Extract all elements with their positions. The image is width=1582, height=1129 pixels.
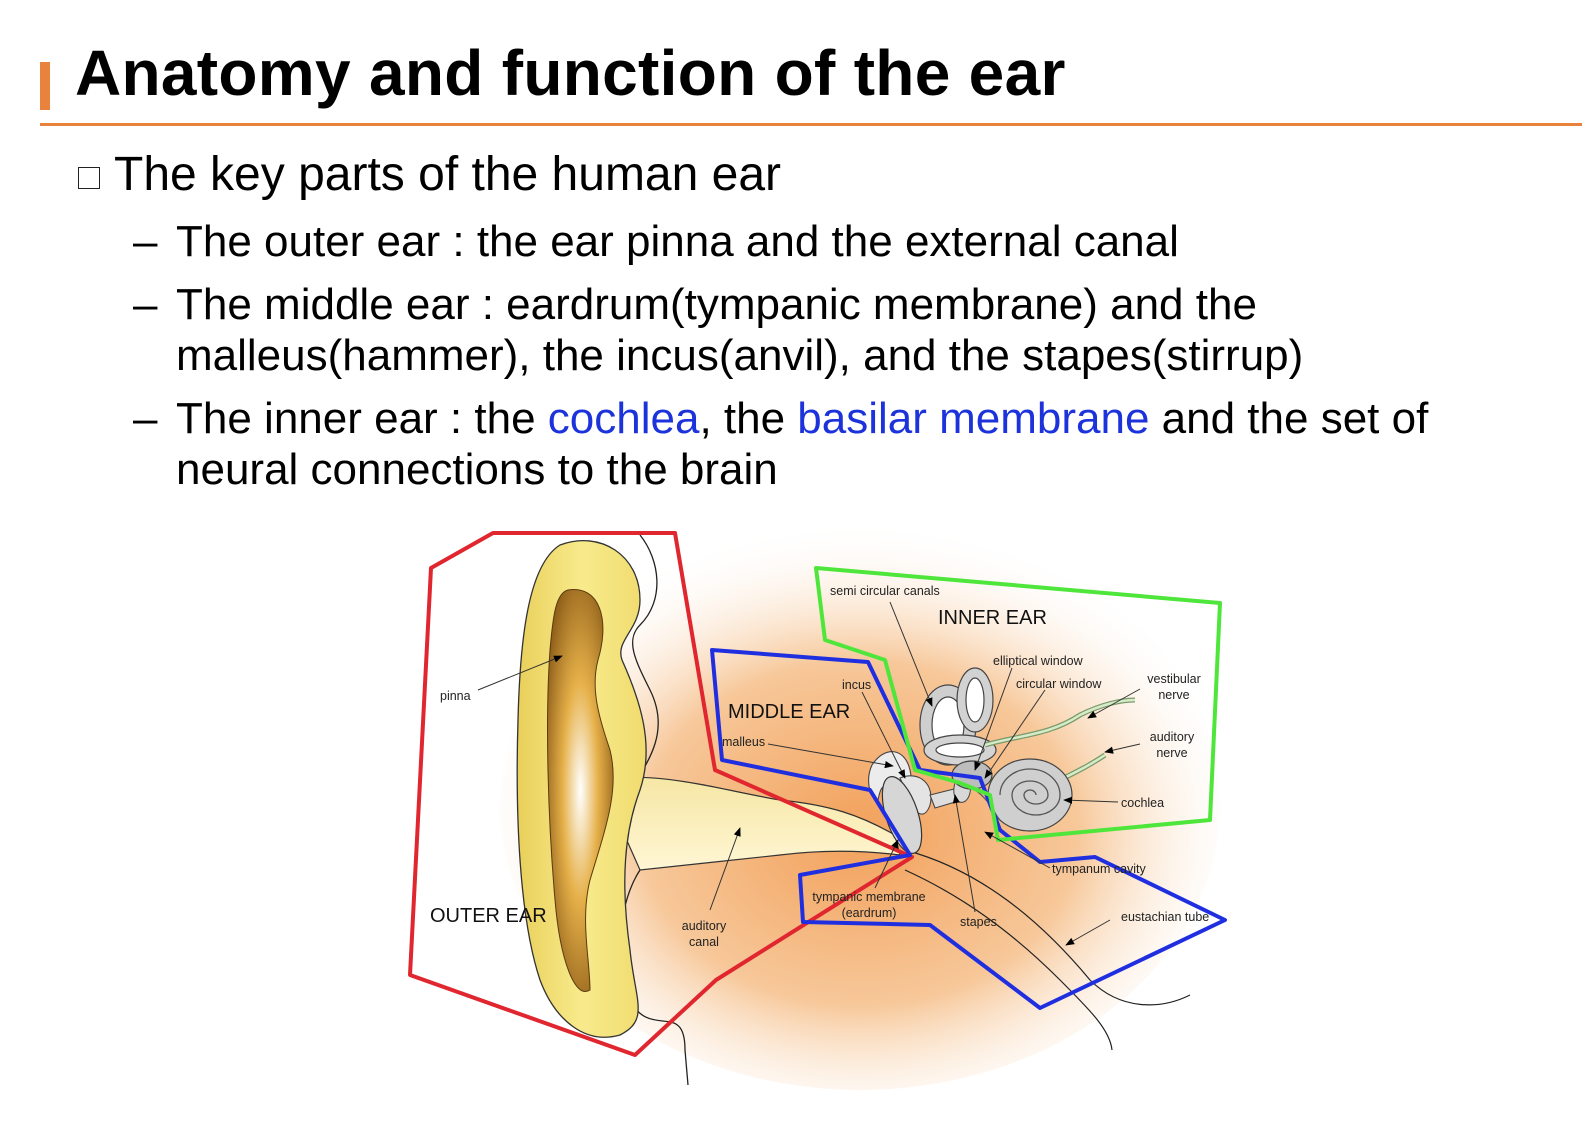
inner-ear-prefix: The inner ear : the <box>176 394 548 443</box>
background-glow <box>500 520 1220 1090</box>
page-title: Anatomy and function of the ear <box>75 37 1066 109</box>
title-accent-bar <box>40 62 50 110</box>
list-item-inner-ear: – The inner ear : the cochlea, the basil… <box>133 393 1428 495</box>
eustachian-tube-label: eustachian tube <box>1121 910 1209 924</box>
vestibular-nerve-label-1: vestibular <box>1147 672 1201 686</box>
outer-ear-text: The outer ear : the ear pinna and the ex… <box>176 217 1179 266</box>
leader-lines <box>477 601 1141 946</box>
auditory-nerve-label-2: nerve <box>1156 746 1187 760</box>
inner-ear-sep: , the <box>699 394 798 443</box>
cochlea-shape <box>974 758 1073 832</box>
outer-ear-label: OUTER EAR <box>430 905 547 927</box>
dash-icon: – <box>133 217 158 266</box>
basilar-membrane-highlight: basilar membrane <box>797 394 1150 443</box>
main-bullet: The key parts of the human ear <box>78 146 781 204</box>
list-item-outer-ear: – The outer ear : the ear pinna and the … <box>133 216 1179 267</box>
middle-ear-label: MIDDLE EAR <box>728 701 850 723</box>
semi-circular-canals-label: semi circular canals <box>830 584 940 598</box>
inner-ear-label: INNER EAR <box>938 607 1047 629</box>
square-bullet-icon <box>78 167 100 189</box>
outer-ear-region <box>408 531 914 1057</box>
auditory-canal-label-2: canal <box>689 935 719 949</box>
inner-ear-text-line1: The inner ear : the cochlea, the basilar… <box>176 393 1428 444</box>
cochlea-highlight: cochlea <box>547 394 700 443</box>
cochlea-label: cochlea <box>1121 796 1164 810</box>
circular-window-label: circular window <box>1016 677 1102 691</box>
stapes-label: stapes <box>960 915 997 929</box>
dash-icon: – <box>133 394 158 443</box>
tympanic-membrane-label-1: tympanic membrane <box>812 890 925 904</box>
elliptical-window-label: elliptical window <box>993 654 1084 668</box>
pinna-label: pinna <box>440 689 471 703</box>
incus-label: incus <box>842 678 871 692</box>
middle-ear-text-line2: malleus(hammer), the incus(anvil), and t… <box>176 331 1304 380</box>
tympanic-membrane-label-2: (eardrum) <box>842 906 897 920</box>
vestibular-nerve-label-2: nerve <box>1158 688 1189 702</box>
eustachian-outline <box>904 849 1191 1006</box>
middle-ear-region <box>710 648 1227 1010</box>
dash-icon: – <box>133 280 158 329</box>
eustachian-outline-lower <box>904 869 1113 1051</box>
tympanum-cavity-label: tympanum cavity <box>1052 862 1147 876</box>
malleus-label: malleus <box>722 735 765 749</box>
auditory-canal-label-1: auditory <box>682 919 727 933</box>
inner-ear-region <box>814 566 1222 842</box>
inner-ear-suffix: and the set of <box>1149 394 1429 443</box>
auditory-nerve-label-1: auditory <box>1150 730 1195 744</box>
title-divider <box>40 123 1582 126</box>
head-outline-upper <box>629 534 659 791</box>
list-item-middle-ear: – The middle ear : eardrum(tympanic memb… <box>133 279 1303 381</box>
middle-ear-text-line1: The middle ear : eardrum(tympanic membra… <box>176 280 1257 329</box>
inner-ear-text-line2: neural connections to the brain <box>176 445 778 494</box>
semicircular-canals <box>919 667 997 790</box>
concha-shape <box>547 589 614 992</box>
main-bullet-text: The key parts of the human ear <box>114 148 782 201</box>
